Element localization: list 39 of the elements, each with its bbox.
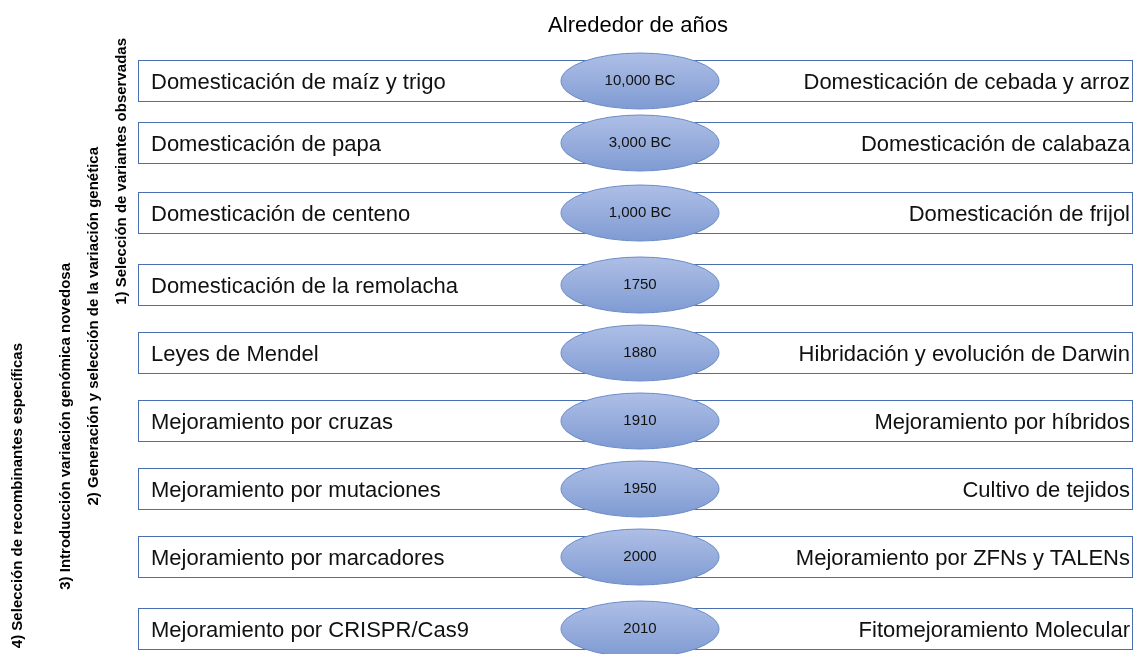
event-text-right: Mejoramiento por híbridos	[874, 409, 1130, 435]
title: Alrededor de años	[547, 12, 729, 38]
event-text: Domesticación de papa	[151, 131, 381, 157]
year-ellipse	[560, 256, 720, 314]
event-text-right: Cultivo de tejidos	[962, 477, 1130, 503]
year-text: 1,000 BC	[607, 203, 673, 220]
event-text: Leyes de Mendel	[151, 341, 319, 367]
event-text-right: Domesticación de calabaza	[860, 131, 1130, 157]
event-text-right: Domesticación de frijol	[908, 201, 1130, 227]
year-ellipse	[560, 528, 720, 586]
event-text: Mejoramiento por cruzas	[151, 409, 394, 435]
year-text: 1910	[622, 411, 658, 428]
year-text: 1880	[622, 343, 658, 360]
year-text: 10,000 BC	[603, 71, 677, 88]
year-ellipse	[560, 324, 720, 382]
stage-label: 2) Generación y selección de la variación genética	[84, 146, 101, 505]
event-text: Domesticación de centeno	[151, 201, 411, 227]
year-text: 2000	[622, 547, 658, 564]
stage-label: 1) Selección de variantes observadas	[112, 38, 129, 305]
year-ellipse	[560, 114, 720, 172]
event-text: Domesticación de la remolacha	[151, 273, 458, 299]
event-text: Mejoramiento por mutaciones	[151, 477, 441, 503]
stage-label: 4) Selección de recombinantes específicas	[8, 342, 25, 648]
event-text: Mejoramiento por marcadores	[151, 545, 445, 571]
event-text-right: Fitomejoramiento Molecular	[858, 617, 1130, 643]
year-ellipse	[560, 52, 720, 110]
year-ellipse	[560, 184, 720, 242]
year-ellipse	[560, 392, 720, 450]
event-text-right: Hibridación y evolución de Darwin	[798, 341, 1130, 367]
stage-label: 3) Introducción variación genómica novedosa	[56, 263, 73, 590]
event-text-right: Domesticación de cebada y arroz	[803, 69, 1130, 95]
event-text: Mejoramiento por CRISPR/Cas9	[151, 617, 469, 643]
year-text: 2010	[622, 619, 658, 636]
event-text: Domesticación de maíz y trigo	[151, 69, 446, 95]
year-ellipse	[560, 460, 720, 518]
event-text-right: Mejoramiento por ZFNs y TALENs	[795, 545, 1130, 571]
year-text: 3,000 BC	[607, 133, 673, 150]
year-text: 1950	[622, 479, 658, 496]
year-text: 1750	[622, 275, 658, 292]
